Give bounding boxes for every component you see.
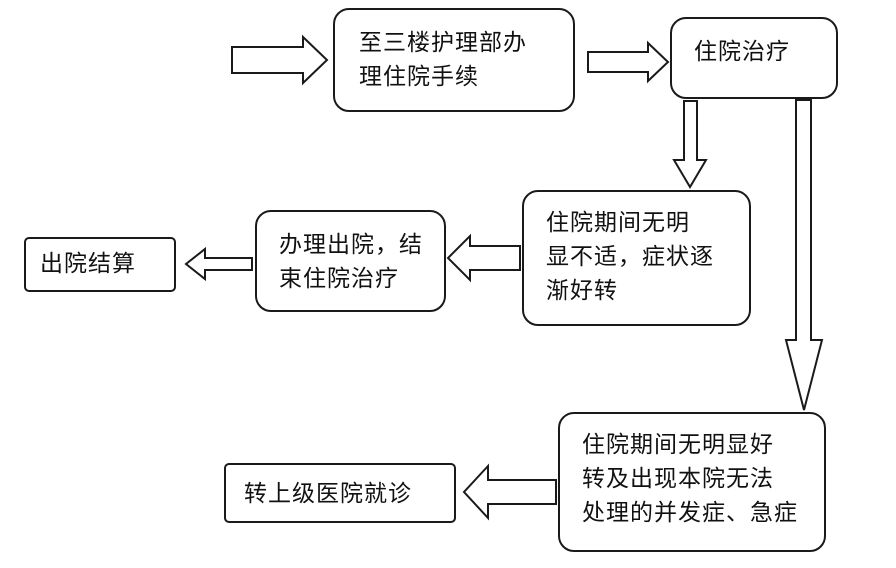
- settlement-box: 出院结算: [24, 237, 176, 292]
- discharge-process-line1: 办理出院，结: [279, 232, 423, 258]
- discharge-process-line2: 束住院治疗: [279, 266, 399, 292]
- settlement-line1: 出院结算: [40, 251, 136, 277]
- complication-line1: 住院期间无明显好: [582, 432, 774, 458]
- arrow-treatment-to-improving: [672, 100, 708, 189]
- admission-line1: 至三楼护理部办: [359, 30, 527, 56]
- hospital-treatment-line1: 住院治疗: [694, 39, 790, 65]
- transfer-line1: 转上级医院就诊: [244, 481, 412, 507]
- improving-line1: 住院期间无明: [546, 210, 690, 236]
- arrow-treatment-to-complication: [784, 99, 824, 411]
- complication-line3: 处理的并发症、急症: [582, 500, 798, 526]
- transfer-box: 转上级医院就诊: [224, 463, 456, 523]
- improving-line3: 渐好转: [546, 278, 618, 304]
- arrow-admission-to-treatment: [587, 40, 670, 84]
- arrow-complication-to-transfer: [462, 463, 557, 521]
- arrow-discharge-to-settlement: [184, 246, 253, 282]
- arrow-improving-to-discharge: [446, 233, 521, 283]
- improving-line2: 显不适，症状逐: [546, 244, 714, 270]
- admission-box: 至三楼护理部办 理住院手续: [333, 8, 575, 112]
- complication-line2: 转及出现本院无法: [582, 466, 774, 492]
- hospital-treatment-box: 住院治疗: [670, 17, 838, 99]
- entry-arrow: [231, 34, 329, 86]
- admission-line2: 理住院手续: [359, 64, 479, 90]
- discharge-process-box: 办理出院，结 束住院治疗: [255, 210, 446, 312]
- improving-box: 住院期间无明 显不适，症状逐 渐好转: [522, 190, 751, 326]
- complication-box: 住院期间无明显好 转及出现本院无法 处理的并发症、急症: [558, 412, 826, 552]
